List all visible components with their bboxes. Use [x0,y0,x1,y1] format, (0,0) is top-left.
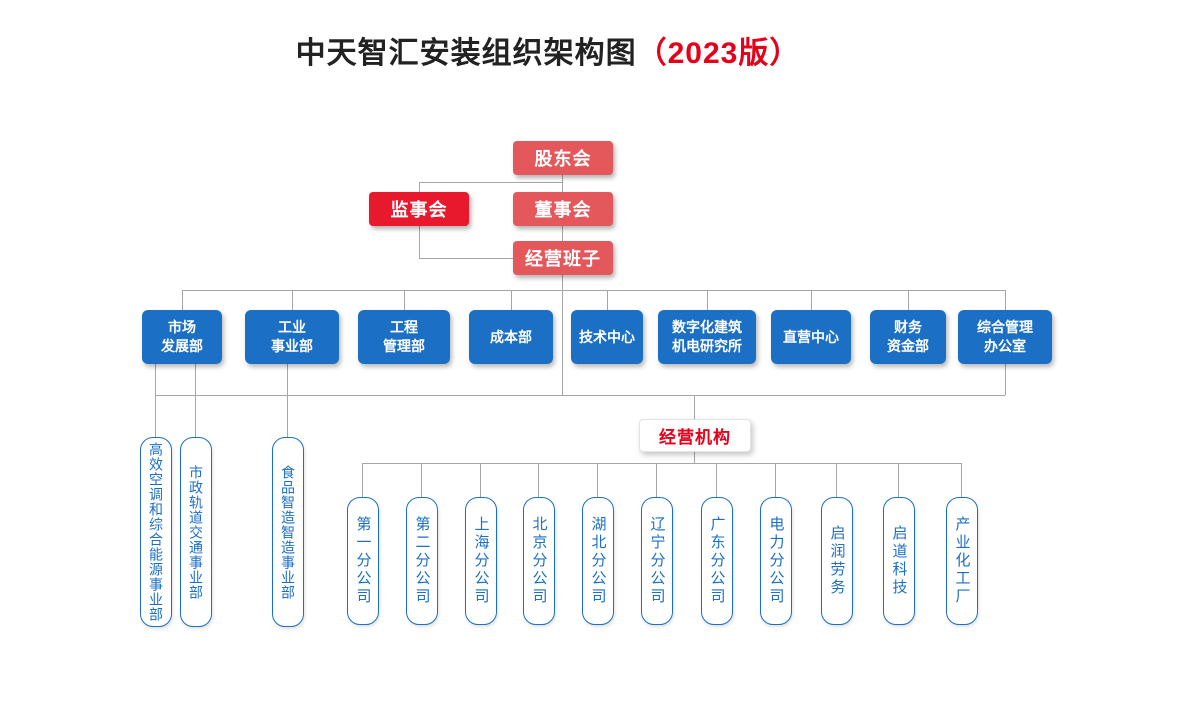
branch-node: 产业化工厂 [946,497,978,625]
branch-node: 广东分公司 [701,497,733,625]
connector-line [656,463,657,497]
department-node: 市场 发展部 [142,310,222,364]
connector-line [607,290,608,310]
connector-line [155,364,156,437]
connector-line [898,463,899,497]
connector-line [362,463,363,497]
connector-line [480,463,481,497]
connector-line [155,395,1005,396]
subsidiary-node: 高效空调和综合能源事业部 [140,437,172,627]
branch-node: 第二分公司 [406,497,438,625]
chart-title: 中天智汇安装组织架构图（2023版） [0,28,1096,72]
connector-line [421,463,422,497]
subsidiary-node: 食品智造智造事业部 [272,437,304,627]
chart-title-version: （2023版） [636,37,801,70]
business-group-node: 经营机构 [639,419,751,452]
connector-line [182,290,1005,291]
department-node: 工业 事业部 [245,310,339,364]
chart-title-main: 中天智汇安装组织架构图 [295,37,637,70]
department-node: 工程 管理部 [358,310,450,364]
connector-line [1005,364,1006,395]
connector-line [1005,290,1006,310]
connector-line [908,290,909,310]
branch-node: 第一分公司 [347,497,379,625]
branch-node: 辽宁分公司 [641,497,673,625]
department-node: 直营中心 [771,310,851,364]
node-board: 董事会 [513,192,613,226]
connector-line [419,258,513,259]
department-node: 财务 资金部 [870,310,946,364]
connector-line [562,275,563,395]
branch-node: 电力分公司 [760,497,792,625]
branch-node: 北京分公司 [523,497,555,625]
node-management: 经营班子 [513,241,613,275]
connector-line [404,290,405,310]
department-node: 数字化建筑 机电研究所 [658,310,756,364]
connector-line [961,463,962,497]
connector-line [195,364,196,437]
connector-line [538,463,539,497]
department-node: 技术中心 [571,310,643,364]
department-node: 成本部 [469,310,553,364]
branch-node: 湖北分公司 [582,497,614,625]
connector-line [707,290,708,310]
branch-node: 上海分公司 [465,497,497,625]
connector-line [597,463,598,497]
connector-line [287,364,288,437]
connector-line [694,395,695,419]
connector-line [292,290,293,310]
connector-line [716,463,717,497]
branch-node: 启润劳务 [821,497,853,625]
connector-line [511,290,512,310]
connector-line [811,290,812,310]
connector-line [362,463,961,464]
connector-line [182,290,183,310]
connector-line [836,463,837,497]
connector-line [694,450,695,463]
connector-line [775,463,776,497]
connector-line [419,182,563,183]
department-node: 综合管理 办公室 [958,310,1052,364]
node-supervisors: 监事会 [369,192,469,226]
node-shareholders: 股东会 [513,141,613,175]
branch-node: 启道科技 [883,497,915,625]
subsidiary-node: 市政轨道交通事业部 [180,437,212,627]
